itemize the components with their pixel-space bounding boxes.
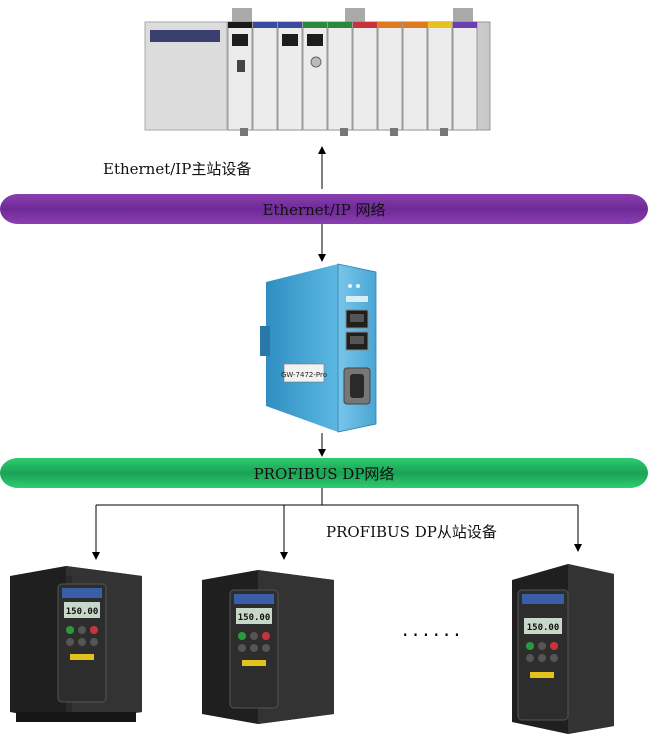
- ethernet-network-bus: Ethernet/IP 网络: [0, 194, 648, 224]
- gateway-model-label: GW-7472-Pro: [281, 371, 327, 379]
- slave-device-label: PROFIBUS DP从站设备: [326, 523, 497, 541]
- profibus-network-bus: PROFIBUS DP网络: [0, 458, 648, 488]
- more-slaves-ellipsis: ......: [402, 617, 465, 641]
- profibus-network-label: PROFIBUS DP网络: [253, 464, 395, 483]
- drive-2-display-value: 150.00: [238, 613, 271, 623]
- ethernet-network-label: Ethernet/IP 网络: [262, 200, 386, 219]
- master-device-label: Ethernet/IP主站设备: [103, 160, 252, 178]
- drive-2-image: 150.00: [202, 570, 334, 724]
- drive-3-image: 150.00: [512, 564, 614, 734]
- gateway-device-image: GW-7472-Pro: [260, 263, 377, 433]
- plc-rack-image: [144, 8, 491, 136]
- drive-1-image: 150.00: [10, 566, 142, 722]
- drive-1-display-value: 150.00: [66, 607, 99, 617]
- drive-3-display-value: 150.00: [527, 623, 560, 633]
